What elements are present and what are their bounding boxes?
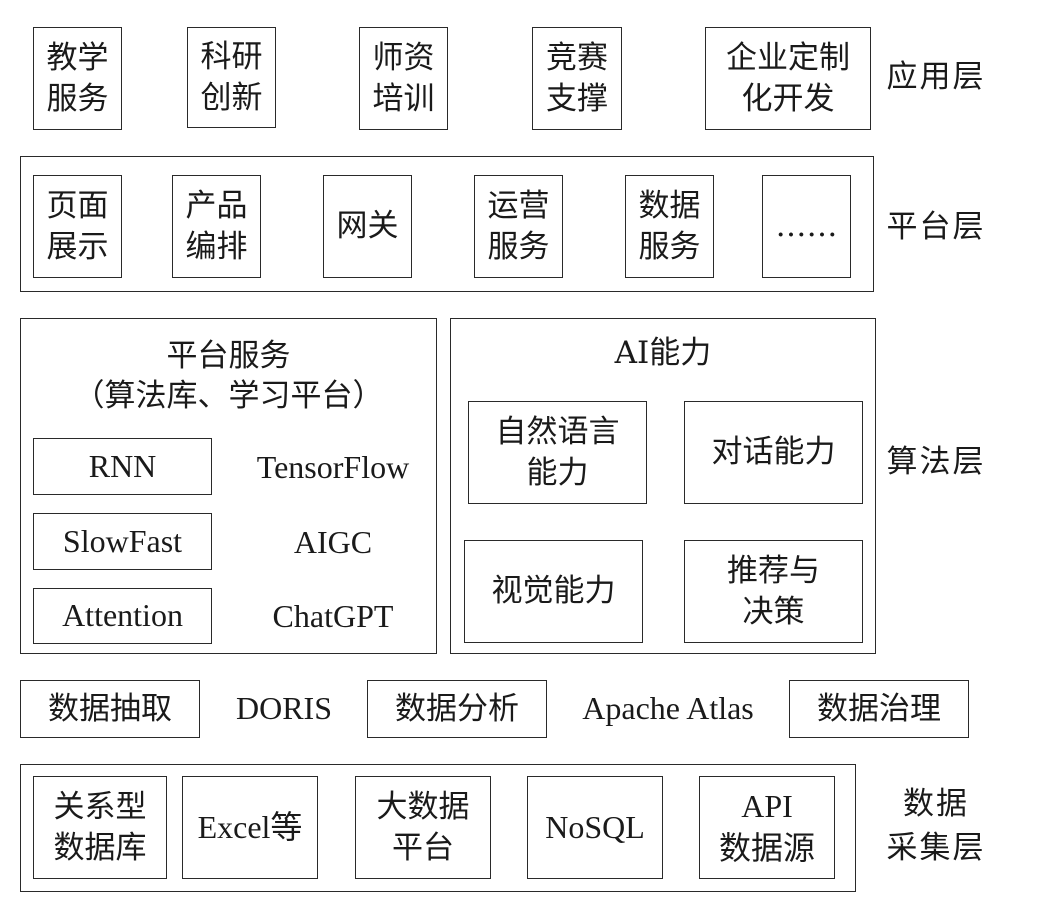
platform-item-product-orchestration: 产品 编排 [172,175,261,278]
platform-item-data-service: 数据 服务 [625,175,714,278]
platform-layer-container [20,156,874,292]
ai-vision: 视觉能力 [464,540,643,643]
layer-label-application: 应用层 [886,59,986,95]
app-item-research: 科研 创新 [187,27,276,128]
data-doris: DORIS [235,690,332,727]
ai-natural-language: 自然语言 能力 [468,401,647,504]
app-item-competition: 竞赛 支撑 [532,27,622,130]
collect-relational-db: 关系型 数据库 [33,776,167,879]
layer-label-data-collection: 数据 采集层 [886,786,986,867]
layer-label-platform: 平台层 [886,209,986,245]
platform-item-page-display: 页面 展示 [33,175,122,278]
collect-excel: Excel等 [182,776,318,879]
algo-attention: Attention [33,588,212,644]
platform-item-operations: 运营 服务 [474,175,563,278]
collect-big-data-platform: 大数据 平台 [355,776,491,879]
data-analysis: 数据分析 [367,680,547,738]
platform-services-title: 平台服务 （算法库、学习平台） [73,337,384,414]
app-item-enterprise-custom: 企业定制 化开发 [705,27,871,130]
collect-nosql: NoSQL [527,776,663,879]
platform-item-ellipsis: …… [762,175,851,278]
app-item-teaching: 教学 服务 [33,27,122,130]
ai-dialogue: 对话能力 [684,401,863,504]
algo-chatgpt: ChatGPT [272,597,394,634]
algo-rnn: RNN [33,438,212,495]
layer-label-algorithm: 算法层 [886,444,986,480]
data-apache-atlas: Apache Atlas [582,690,754,727]
data-governance: 数据治理 [789,680,969,738]
algo-aigc: AIGC [293,523,373,560]
data-extraction: 数据抽取 [20,680,200,738]
app-item-teacher-training: 师资 培训 [359,27,448,130]
algo-slowfast: SlowFast [33,513,212,570]
collect-api-source: API 数据源 [699,776,835,879]
ai-capabilities-title: AI能力 [614,334,712,371]
ai-recommendation-decision: 推荐与 决策 [684,540,863,643]
platform-item-gateway: 网关 [323,175,412,278]
algo-tensorflow: TensorFlow [256,448,410,485]
